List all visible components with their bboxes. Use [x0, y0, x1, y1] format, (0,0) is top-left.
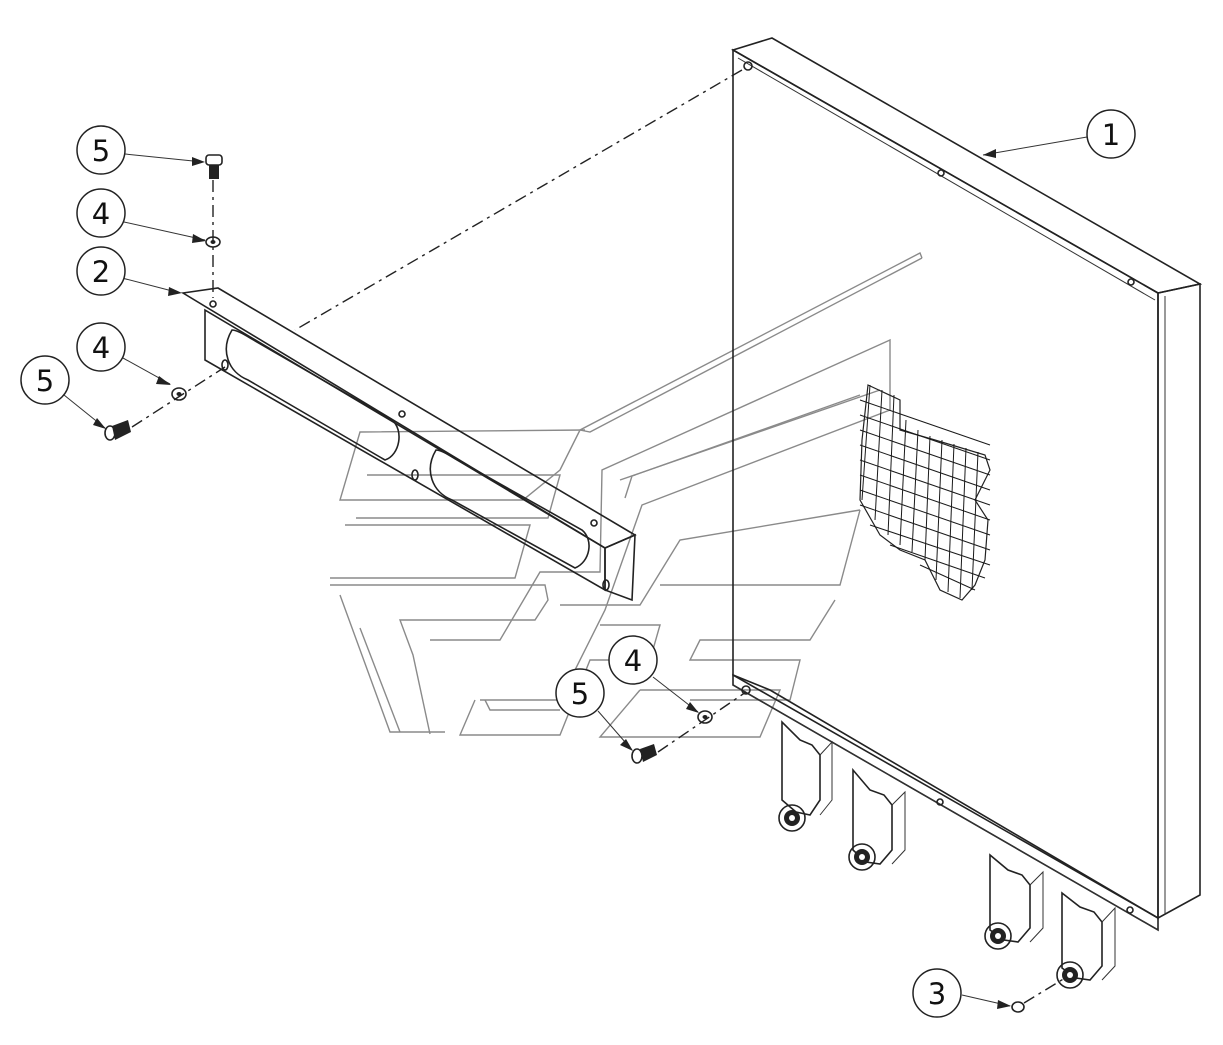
assembly-lines — [131, 69, 1066, 1004]
mesh-screen — [859, 384, 991, 601]
callout-4-left-label: 4 — [92, 331, 110, 365]
terminal-4 — [1056, 891, 1116, 989]
screw-bottom — [631, 744, 657, 764]
callout-2-label: 2 — [92, 255, 110, 289]
hole — [743, 61, 753, 71]
callout-5-left-label: 5 — [36, 364, 54, 398]
ring — [1011, 1001, 1025, 1013]
callout-5-left: 5 — [20, 355, 70, 405]
callout-1-label: 1 — [1102, 118, 1120, 152]
callout-5-top: 5 — [76, 125, 126, 175]
callout-4-bottom: 4 — [608, 635, 658, 685]
callout-1: 1 — [1086, 109, 1136, 159]
terminal-3 — [984, 853, 1044, 950]
callout-4-bottom-label: 4 — [624, 644, 642, 678]
screw-left — [104, 420, 131, 441]
callout-2: 2 — [76, 246, 126, 296]
terminal-2 — [848, 767, 906, 871]
callout-4-left: 4 — [76, 322, 126, 372]
leader-lines — [63, 136, 1088, 1009]
panel-assembly — [731, 37, 1203, 989]
washer-bottom — [697, 710, 713, 724]
callout-4-top-label: 4 — [92, 197, 110, 231]
callout-5-bottom-label: 5 — [571, 677, 589, 711]
callout-4-top: 4 — [76, 188, 126, 238]
callout-3: 3 — [912, 968, 962, 1018]
washer-left — [171, 387, 187, 401]
callout-5-bottom: 5 — [555, 668, 605, 718]
watermark-logo — [330, 252, 923, 738]
bracket — [180, 287, 637, 602]
callout-3-label: 3 — [928, 977, 946, 1011]
screw-top — [205, 154, 223, 179]
terminal-1 — [778, 720, 833, 832]
callout-5-top-label: 5 — [92, 134, 110, 168]
